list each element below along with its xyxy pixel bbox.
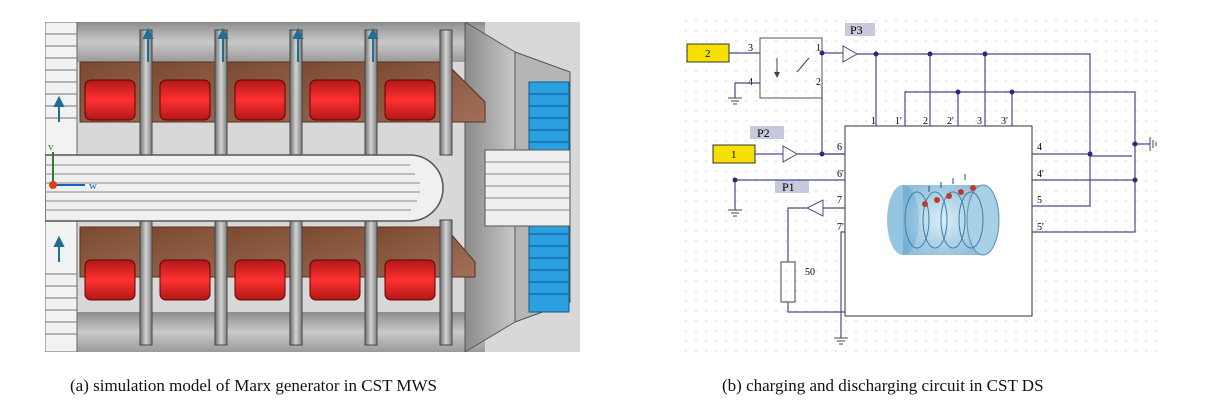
ground-symbols: [728, 97, 1157, 345]
marx-model-view: v w: [44, 21, 580, 353]
pin-2p: 2': [947, 116, 954, 127]
outer-tube-top: [75, 22, 485, 62]
caption-a: (a) simulation model of Marx generator i…: [70, 376, 438, 395]
axis-w-label: w: [89, 180, 97, 192]
source-2-label: 2: [705, 48, 711, 60]
port-p1-tab: [775, 180, 809, 193]
switch-pin-2: 2: [816, 77, 821, 88]
pin-7: 7: [837, 195, 842, 206]
capacitor-coils-lower: [84, 259, 436, 301]
pin-5p: 5': [1037, 222, 1044, 233]
switch-pin-3: 3: [748, 43, 753, 54]
pin-4p: 4': [1037, 169, 1044, 180]
pin-6: 6: [837, 142, 842, 153]
pin-3: 3: [977, 116, 982, 127]
pin-4: 4: [1037, 142, 1042, 153]
pin-1p: 1': [895, 116, 902, 127]
switch-component[interactable]: [759, 37, 823, 99]
blue-spacer-bottom: [528, 221, 570, 313]
pin-2: 2: [923, 116, 928, 127]
port-p3-tab: [845, 23, 875, 36]
port-p3[interactable]: [842, 45, 859, 63]
marx-model-svg: v w: [44, 21, 580, 353]
port-p1-label: P1: [782, 180, 795, 194]
resistor-label: 50: [805, 267, 815, 278]
capacitor-coils-upper: [84, 79, 436, 121]
port-p2-tab: [750, 126, 784, 139]
switch-pin-1: 1: [816, 43, 821, 54]
junctions: [732, 50, 1138, 183]
circuit-svg: 2 1 3 4 1 2 P3 P2 P1 50 1 1' 2 2' 3: [685, 20, 1160, 356]
central-rod: [44, 149, 571, 227]
port-p3-label: P3: [850, 23, 863, 37]
circuit-schematic: 2 1 3 4 1 2 P3 P2 P1 50 1 1' 2 2' 3: [685, 20, 1160, 356]
source-1-label: 1: [731, 149, 737, 161]
port-p2-label: P2: [757, 126, 770, 140]
pin-6p: 6': [837, 169, 844, 180]
field-arrows: [53, 27, 379, 262]
marx-3d-thumbnail: [887, 174, 1000, 256]
wires: [729, 52, 1150, 338]
axis-triad: v w: [48, 141, 97, 192]
pin-3p: 3': [1001, 116, 1008, 127]
caption-b: (b) charging and discharging circuit in …: [722, 376, 1044, 395]
pin-7p: 7': [837, 222, 844, 233]
axis-v-label: v: [48, 141, 54, 153]
pin-1: 1: [871, 116, 876, 127]
pin-5: 5: [1037, 195, 1042, 206]
outer-tube-bottom: [75, 312, 485, 352]
